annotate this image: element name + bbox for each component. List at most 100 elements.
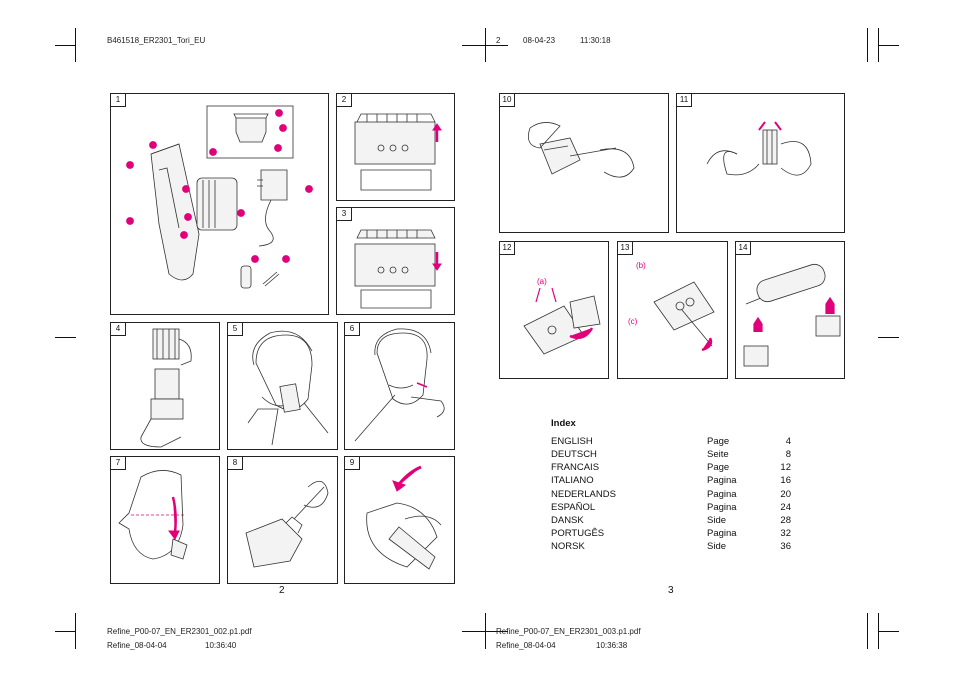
header-date: 08-04-23 [523, 36, 556, 45]
panel-14: 14 [735, 241, 845, 379]
comb-attach-illustration [354, 113, 442, 191]
panel-7: 7 [110, 456, 220, 584]
page-number-left: 2 [279, 585, 285, 596]
footer-filename-right: Refine_P00-07_EN_ER2301_003.p1.pdf [496, 627, 641, 636]
callout-n: N [284, 257, 289, 264]
index-language: ITALIANO [551, 475, 594, 486]
panel-6: 6 [344, 322, 455, 450]
panel-number: 3 [337, 208, 352, 221]
index-page-word: Pagina [707, 489, 737, 500]
footer-date-right: Refine_08-04-04 [496, 641, 556, 650]
oil-blade-illustration [706, 121, 812, 176]
header-page: 2 [496, 36, 501, 45]
callout-l: L [307, 187, 311, 194]
callout-k: K [211, 150, 216, 157]
cleaning-brush-illustration [245, 480, 329, 568]
index-language: ESPAÑOL [551, 502, 596, 513]
index-page-word: Side [707, 515, 727, 526]
panel-2: 2 [336, 93, 455, 201]
panel-number: 1 [111, 94, 126, 107]
panel-5: 5 [227, 322, 338, 450]
blade-remove-illustration [366, 465, 442, 570]
panel-number: 10 [500, 94, 515, 107]
page-number-right: 3 [668, 585, 674, 596]
index-page-number: 36 [780, 541, 791, 552]
panel-number: 5 [228, 323, 243, 336]
panel-number: 8 [228, 457, 243, 470]
panel-number: 14 [736, 242, 751, 255]
panel-10: 10 [499, 93, 669, 233]
beard-trim-illustration [247, 330, 329, 446]
footer-filename-left: Refine_P00-07_EN_ER2301_002.p1.pdf [107, 627, 252, 636]
panel-11: 11 [676, 93, 845, 233]
footer-date-left: Refine_08-04-04 [107, 641, 167, 650]
sideburn-trim-illustration [118, 470, 188, 560]
panel-number: 7 [111, 457, 126, 470]
index-page-word: Seite [707, 449, 729, 460]
list-item: ITALIANO Pagina 16 [551, 474, 791, 487]
index-language: PORTUGÊS [551, 528, 605, 539]
list-item: NORSK Side 36 [551, 540, 791, 553]
index-page-number: 20 [780, 489, 791, 500]
index-language: FRANCAIS [551, 462, 600, 473]
panel-12: 12 (a) [499, 241, 609, 379]
index-page-number: 28 [780, 515, 791, 526]
list-item: PORTUGÊS Pagina 32 [551, 527, 791, 540]
panel-1: 1 H I J K C E D A B F [110, 93, 329, 315]
callout-c-lower: (c) [628, 317, 638, 326]
blade-brush-illustration [527, 122, 635, 178]
panel-number: 4 [111, 323, 126, 336]
mustache-trim-illustration [354, 328, 445, 442]
screwdriver-illustration: (b) (c) [628, 261, 715, 352]
index-page-number: 32 [780, 528, 791, 539]
footer-time-left: 10:36:40 [205, 641, 237, 650]
callout-m: M [252, 257, 258, 264]
callout-j: J [276, 146, 280, 153]
callout-f: F [182, 233, 186, 240]
index-language: NORSK [551, 541, 585, 552]
callout-b: B [186, 215, 191, 222]
list-item: ESPAÑOL Pagina 24 [551, 501, 791, 514]
index-page-number: 8 [785, 449, 791, 460]
panel-3: 3 [336, 207, 455, 315]
comb-remove-illustration [354, 229, 442, 309]
panel-9: 9 [344, 456, 455, 584]
panel-number: 2 [337, 94, 352, 107]
callout-e: E [128, 163, 133, 170]
index-page-word: Pagina [707, 502, 737, 513]
panel-number: 12 [500, 242, 515, 255]
panel-8: 8 [227, 456, 338, 584]
index-page-word: Side [707, 541, 727, 552]
footer-time-right: 10:36:38 [596, 641, 628, 650]
index-page-word: Page [707, 462, 730, 473]
list-item: DEUTSCH Seite 8 [551, 448, 791, 461]
callout-i: I [282, 126, 284, 133]
index-page-number: 24 [780, 502, 791, 513]
index-page-number: 16 [780, 475, 791, 486]
panel-number: 9 [345, 457, 360, 470]
blade-replace-illustration: (a) [523, 277, 601, 355]
index-page-word: Pagina [707, 475, 737, 486]
index-page-word: Pagina [707, 528, 737, 539]
callout-d: D [184, 187, 189, 194]
panel-number: 11 [677, 94, 692, 107]
index-title: Index [551, 418, 576, 429]
length-setting-illustration [140, 328, 192, 448]
index-page-number: 12 [780, 462, 791, 473]
trimmer-overview-illustration: H I J K C E D A B F G L M N [126, 105, 313, 289]
index-language: DEUTSCH [551, 449, 597, 460]
panel-number: 13 [618, 242, 633, 255]
index-page-word: Page [707, 436, 730, 447]
list-item: FRANCAIS Page 12 [551, 461, 791, 474]
index-language: ENGLISH [551, 436, 593, 447]
header-time: 11:30:18 [580, 36, 611, 45]
callout-g: G [239, 211, 244, 218]
callout-b-lower: (b) [636, 261, 646, 270]
panel-13: 13 (b) (c) [617, 241, 728, 379]
header-filename: B461518_ER2301_Tori_EU [107, 36, 206, 45]
callout-h: H [277, 111, 282, 118]
callout-a-lower: (a) [537, 277, 547, 286]
